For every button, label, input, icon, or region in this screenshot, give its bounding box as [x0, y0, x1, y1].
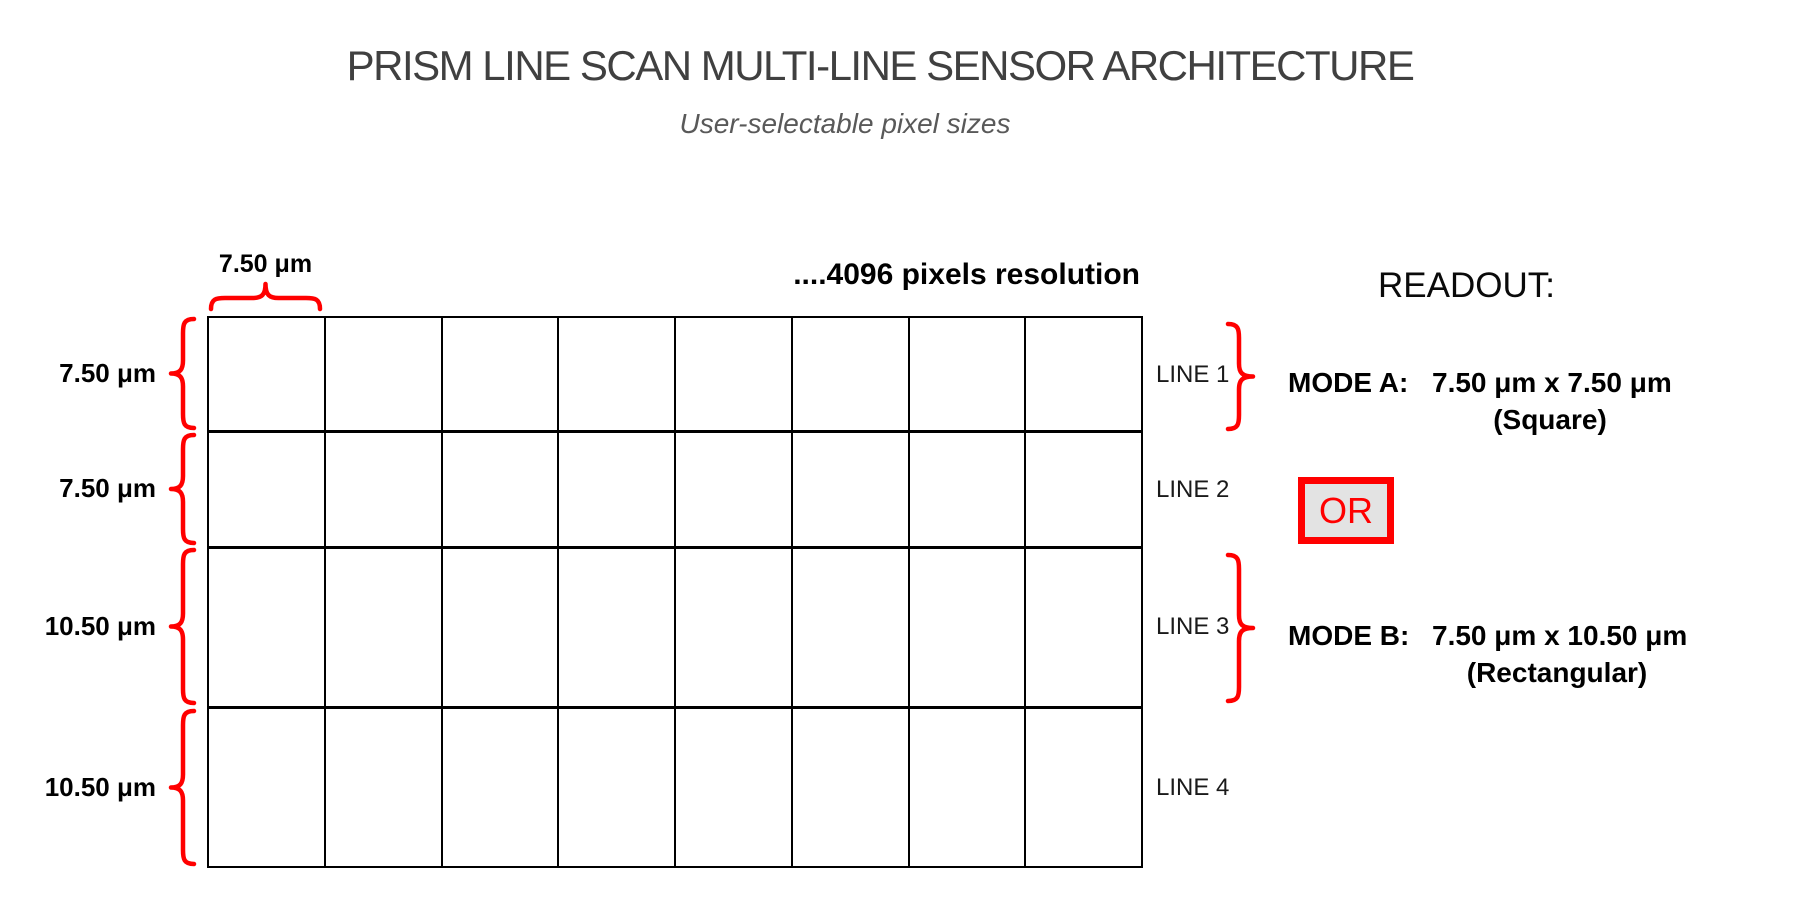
- page-title: PRISM LINE SCAN MULTI-LINE SENSOR ARCHIT…: [346, 42, 1415, 89]
- grid-cell: [910, 433, 1027, 546]
- grid-cell: [209, 548, 326, 706]
- column-width-brace-icon: [208, 281, 323, 312]
- column-width-label: 7.50 μm: [218, 250, 313, 278]
- grid-cell: [209, 433, 326, 546]
- grid-cell: [1026, 433, 1141, 545]
- grid-cell: [793, 548, 910, 706]
- mode-a-shape: (Square): [1493, 404, 1607, 435]
- grid-cell: [209, 318, 326, 431]
- grid-cell: [443, 318, 560, 431]
- grid-cell: [1026, 549, 1141, 706]
- mode-b-name: MODE B:: [1288, 620, 1410, 651]
- row-height-brace-icon: [168, 432, 197, 546]
- mode-a-name: MODE A:: [1288, 367, 1409, 398]
- row-height-label: 7.50 μm: [59, 358, 156, 388]
- line-label: LINE 2: [1156, 476, 1230, 503]
- grid-cell: [559, 708, 676, 866]
- row-height-label: 7.50 μm: [59, 473, 156, 503]
- grid-row: [209, 548, 1141, 709]
- grid-cell: [793, 318, 910, 431]
- grid-cell: [910, 318, 1027, 431]
- readout-heading: READOUT:: [1378, 266, 1555, 305]
- grid-cell: [559, 548, 676, 706]
- mode-b-shape: (Rectangular): [1466, 657, 1648, 688]
- row-height-brace-icon: [168, 708, 197, 867]
- line-label: LINE 3: [1156, 613, 1230, 640]
- row-height-label: 10.50 μm: [44, 772, 156, 802]
- grid-cell: [326, 708, 443, 866]
- grid-cell: [1026, 318, 1141, 430]
- grid-cell: [559, 318, 676, 431]
- grid-cell: [676, 548, 793, 706]
- grid-cell: [793, 708, 910, 866]
- mode-a-brace-icon: [1225, 321, 1256, 432]
- mode-a-value: 7.50 μm x 7.50 μm: [1432, 367, 1672, 398]
- grid-cell: [326, 548, 443, 706]
- grid-row: [209, 318, 1141, 434]
- grid-row: [209, 708, 1141, 866]
- row-height-brace-icon: [168, 547, 197, 706]
- or-box: OR: [1298, 477, 1394, 544]
- page-subtitle: User-selectable pixel sizes: [679, 108, 1011, 139]
- grid-cell: [559, 433, 676, 546]
- resolution-label: ....4096 pixels resolution: [793, 258, 1140, 291]
- grid-cell: [676, 433, 793, 546]
- row-height-label: 10.50 μm: [44, 611, 156, 641]
- grid-cell: [326, 433, 443, 546]
- grid-cell: [1026, 709, 1141, 866]
- or-label: OR: [1319, 489, 1373, 531]
- sensor-grid: [207, 316, 1143, 868]
- row-height-brace-icon: [168, 316, 197, 431]
- grid-cell: [676, 318, 793, 431]
- grid-cell: [209, 708, 326, 866]
- mode-b-brace-icon: [1225, 552, 1256, 704]
- grid-cell: [443, 548, 560, 706]
- line-label: LINE 4: [1156, 774, 1230, 801]
- grid-row: [209, 433, 1141, 549]
- grid-cell: [910, 708, 1027, 866]
- line-label: LINE 1: [1156, 361, 1230, 388]
- grid-cell: [443, 433, 560, 546]
- grid-cell: [676, 708, 793, 866]
- grid-cell: [793, 433, 910, 546]
- mode-b-value: 7.50 μm x 10.50 μm: [1432, 620, 1688, 651]
- grid-cell: [443, 708, 560, 866]
- grid-cell: [910, 548, 1027, 706]
- grid-cell: [326, 318, 443, 431]
